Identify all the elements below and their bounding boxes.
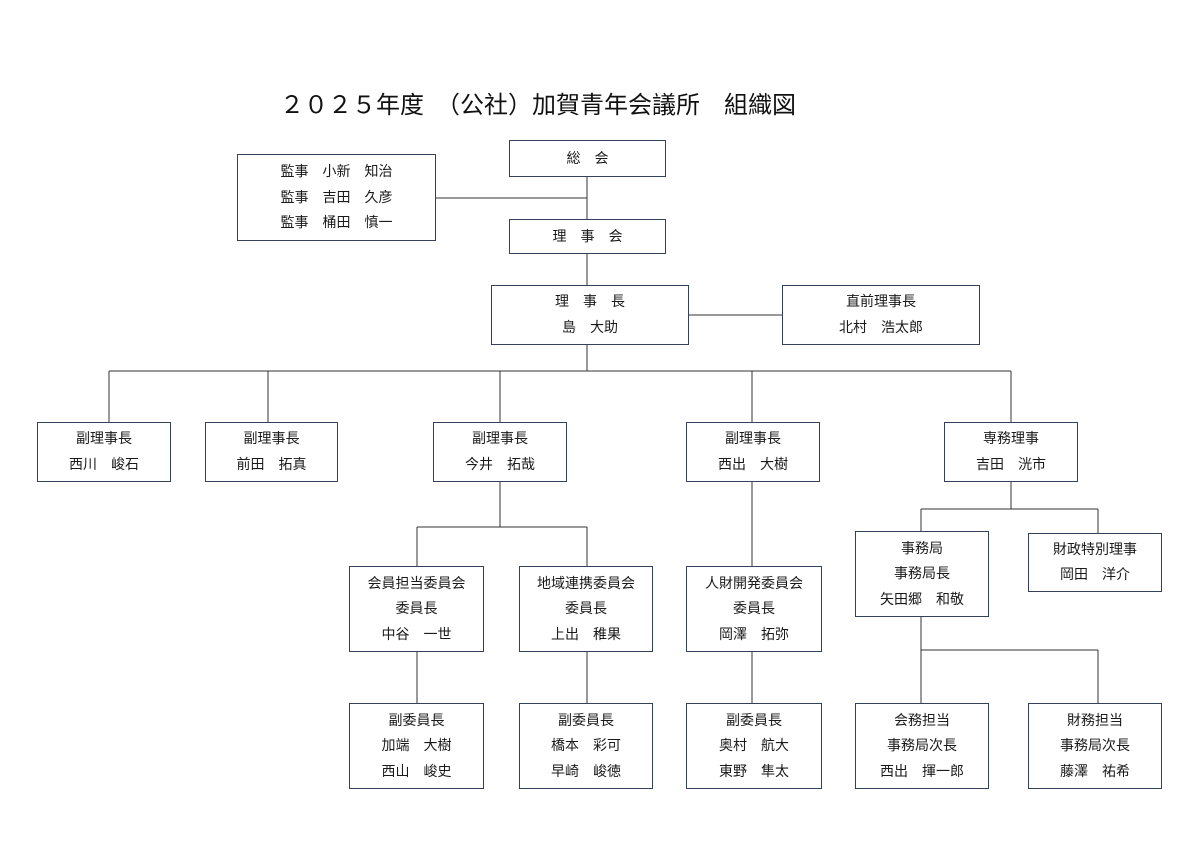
box-line: 今井 拓哉 [465,456,535,473]
box-line: 吉田 洸市 [976,456,1046,473]
box-line: 西川 峻石 [69,456,139,473]
box-vice-president-2: 副理事長前田 拓真 [205,422,338,482]
box-line: 監事 桶田 慎一 [280,215,393,232]
box-line: 理 事 長 [555,294,625,311]
box-zaisei: 財政特別理事岡田 洋介 [1028,533,1162,592]
box-line: 島 大助 [562,319,618,336]
box-line: 岡田 洋介 [1060,567,1130,583]
box-line: 委員長 [565,601,607,617]
page-title: ２０２５年度 （公社）加賀青年会議所 組織図 [280,91,796,119]
box-line: 東野 隼太 [719,763,789,780]
box-line: 事務局次長 [887,738,957,754]
box-line: 加端 大樹 [381,738,452,754]
box-zaimu: 財務担当事務局次長藤澤 祐希 [1028,703,1162,789]
box-senmu: 専務理事吉田 洸市 [944,422,1078,482]
box-line: 会員担当委員会 [367,575,466,592]
box-line: 地域連携委員会 [537,575,635,592]
box-line: 副理事長 [725,431,781,448]
box-line: 人財開発委員会 [705,575,803,592]
box-line: 中谷 一世 [381,626,452,643]
box-line: 藤澤 祐希 [1060,763,1130,780]
box-line: 財務担当 [1067,712,1123,729]
box-line: 西出 揮一郎 [880,763,964,780]
box-line: 委員長 [395,601,438,617]
box-line: 会務担当 [894,712,950,729]
box-line: 監事 吉田 久彦 [280,189,393,206]
box-jimukyoku: 事務局事務局長矢田郷 和敬 [855,531,989,617]
box-kaiin-committee: 会員担当委員会委員長中谷 一世 [349,566,484,652]
box-chiiki-vice-chair: 副委員長橋本 彩可早崎 峻徳 [519,703,653,789]
box-line: 西出 大樹 [718,456,788,473]
box-jinzai-vice-chair: 副委員長奥村 航大東野 隼太 [686,703,822,789]
box-line: 事務局次長 [1060,738,1130,754]
box-line: 事務局 [901,540,943,557]
box-line: 監事 小新 知治 [280,163,393,180]
box-line: 上出 稚果 [551,626,621,643]
box-line: 前田 拓真 [236,456,307,473]
box-line: 早崎 峻徳 [551,763,621,780]
box-vice-president-1: 副理事長西川 峻石 [37,422,171,482]
box-line: 副委員長 [388,712,445,729]
box-kanji: 監事 小新 知治監事 吉田 久彦監事 桶田 慎一 [237,154,436,241]
box-line: 西山 峻史 [381,763,452,780]
box-rijikai: 理 事 会 [509,219,666,254]
box-line: 北村 浩太郎 [839,319,923,336]
box-line: 財政特別理事 [1053,542,1137,558]
box-line: 矢田郷 和敬 [880,591,964,608]
box-line: 岡澤 拓弥 [719,626,789,643]
box-line: 副理事長 [472,431,528,448]
box-line: 事務局長 [894,566,950,582]
box-line: 橋本 彩可 [551,738,621,754]
box-line: 理 事 会 [552,228,623,245]
box-chiiki-committee: 地域連携委員会委員長上出 稚果 [519,566,653,652]
box-vice-president-4: 副理事長西出 大樹 [686,422,820,482]
box-line: 奥村 航大 [719,738,789,754]
box-line: 副理事長 [76,431,132,448]
box-vice-president-3: 副理事長今井 拓哉 [433,422,567,482]
box-line: 副委員長 [726,712,782,729]
box-kaiin-vice-chair: 副委員長加端 大樹西山 峻史 [349,703,484,789]
box-line: 副委員長 [558,712,614,729]
box-rijicho: 理 事 長島 大助 [491,285,689,345]
box-kaimu: 会務担当事務局次長西出 揮一郎 [855,703,989,789]
box-line: 委員長 [733,601,775,617]
box-line: 副理事長 [243,431,300,448]
box-line: 総 会 [566,150,609,167]
box-soukai: 総 会 [509,140,666,177]
box-line: 専務理事 [983,431,1039,448]
box-jinzai-committee: 人財開発委員会委員長岡澤 拓弥 [686,566,822,652]
box-line: 直前理事長 [846,294,916,311]
box-chokuzen: 直前理事長北村 浩太郎 [782,285,980,345]
